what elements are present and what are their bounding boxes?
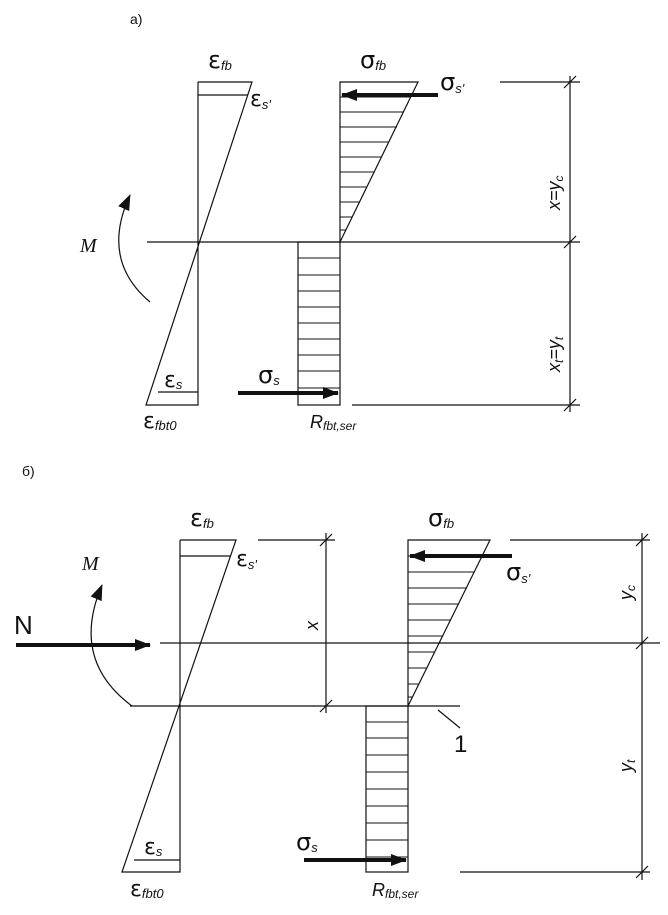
tension-stress-block-a — [297, 241, 341, 406]
sigma-s-label-a: σs — [258, 361, 280, 389]
r-fbt-ser-label-a: Rfbt,ser — [310, 412, 357, 433]
compression-stress-block-a — [339, 81, 419, 243]
callout-leader-b — [437, 709, 461, 729]
eps-s-label-a: εs — [164, 368, 183, 393]
moment-arrow-a — [118, 194, 151, 303]
dimension-lines-a — [352, 75, 580, 412]
eps-fb-label-b: εfb — [190, 504, 214, 532]
sigma-fb-label-a: σfb — [360, 46, 386, 74]
dim-x-label-b: x — [302, 620, 322, 631]
sigma-s-prime-label-a: σs' — [440, 68, 465, 96]
sigma-s-prime-label-b: σs' — [506, 558, 531, 586]
sigma-s-label-b: σs — [296, 828, 318, 856]
dim-label-xt-a: xt=yt — [544, 336, 566, 373]
eps-s-label-b: εs — [144, 835, 163, 860]
compression-stress-block-b — [407, 539, 491, 707]
dim-yt-label-b: yt — [616, 759, 638, 774]
sigma-fb-label-b: σfb — [428, 504, 454, 532]
moment-label-a: M — [79, 235, 98, 257]
moment-label-b: M — [81, 553, 100, 575]
dimension-x-b — [258, 533, 335, 713]
n-force-label-b: N — [14, 610, 33, 640]
tension-stress-block-b — [365, 705, 409, 873]
part-b: б) — [14, 463, 660, 902]
strain-diagram-b — [121, 539, 237, 873]
dim-label-xc-a: x=yc — [544, 175, 566, 211]
part-b-label: б) — [22, 463, 35, 479]
eps-s-prime-label-b: εs' — [236, 547, 257, 572]
dimension-y-b — [460, 533, 650, 880]
eps-s-prime-label-a: εs' — [250, 87, 271, 112]
eps-fb-label-a: εfb — [208, 46, 232, 74]
eps-fbt0-label-a: εfbt0 — [143, 409, 177, 434]
strain-diagram-a — [145, 81, 253, 406]
callout-1-label-b: 1 — [454, 731, 467, 758]
part-a: а) — [79, 11, 580, 434]
r-fbt-ser-label-b: Rfbt,ser — [372, 880, 419, 901]
eps-fbt0-label-b: εfbt0 — [130, 877, 164, 902]
dim-yc-label-b: yc — [616, 585, 638, 602]
part-a-label: а) — [130, 11, 142, 27]
moment-arrow-b — [90, 584, 133, 707]
